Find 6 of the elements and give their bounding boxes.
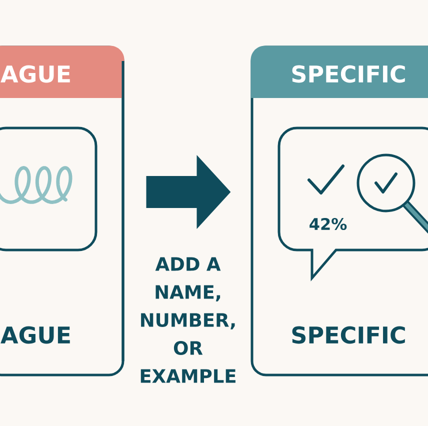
rounded-box [0,126,98,252]
card-title: SPECIFIC [292,326,405,344]
edge-label: ADD A NAME, NUMBER, OR EXAMPLE [140,257,236,383]
card-title: AGUE [0,326,70,344]
card-title: SPECIFIC [292,65,405,83]
card-title: AGUE [0,65,70,83]
